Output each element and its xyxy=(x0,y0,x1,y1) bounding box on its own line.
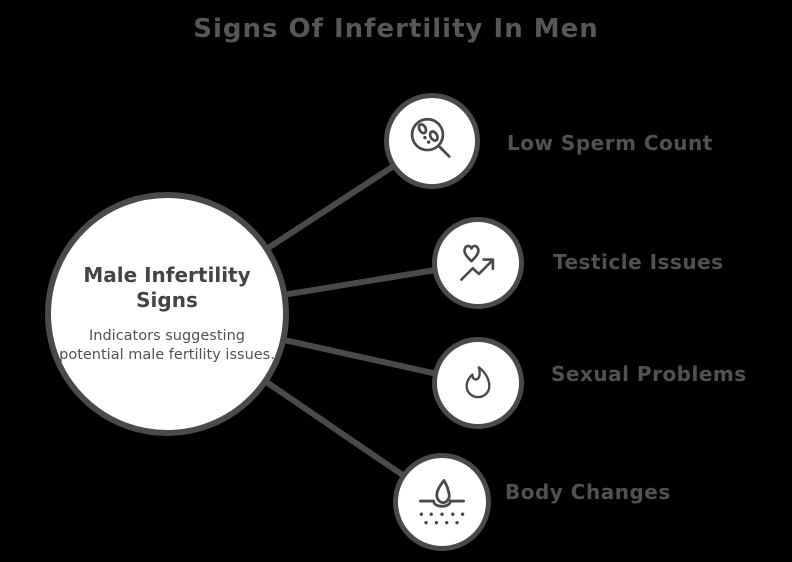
label-body-changes: Body Changes xyxy=(505,480,671,504)
sperm-magnifier-icon xyxy=(410,117,451,158)
droplet-skin-icon xyxy=(419,479,465,525)
node-testicle-issues xyxy=(432,217,524,309)
label-low-sperm-count: Low Sperm Count xyxy=(507,131,713,155)
label-testicle-issues: Testicle Issues xyxy=(553,250,724,274)
node-sexual-problems xyxy=(432,337,524,429)
central-topic-heading: Male Infertility Signs xyxy=(83,263,251,313)
flame-icon xyxy=(465,366,491,399)
heart-trend-arrow-icon xyxy=(460,244,495,281)
central-topic-circle: Male Infertility Signs Indicators sugges… xyxy=(45,192,289,436)
central-topic-description: Indicators suggesting potential male fer… xyxy=(59,328,275,363)
label-sexual-problems: Sexual Problems xyxy=(551,362,747,386)
node-low-sperm-count xyxy=(384,93,480,189)
page-title: Signs Of Infertility In Men xyxy=(193,14,599,44)
node-body-changes xyxy=(393,453,491,551)
